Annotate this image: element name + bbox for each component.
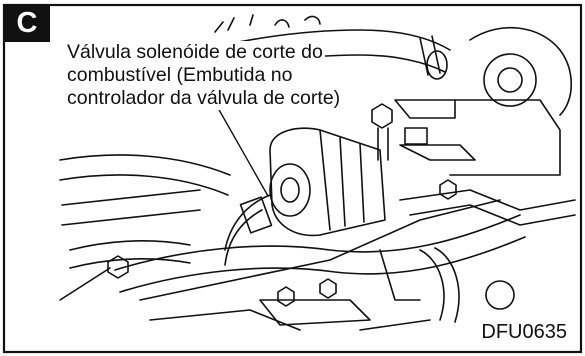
callout-line-3: controlador da válvula de corte) bbox=[67, 87, 343, 110]
callout-label: Válvula solenóide de corte do combustíve… bbox=[67, 41, 397, 110]
figure-id-label: DFU0635 bbox=[481, 321, 567, 343]
callout-line-1: Válvula solenóide de corte do bbox=[67, 41, 325, 64]
figure-border bbox=[2, 3, 583, 354]
section-letter-badge: C bbox=[4, 5, 50, 42]
callout-line-2: combustível (Embutida no bbox=[67, 64, 295, 87]
